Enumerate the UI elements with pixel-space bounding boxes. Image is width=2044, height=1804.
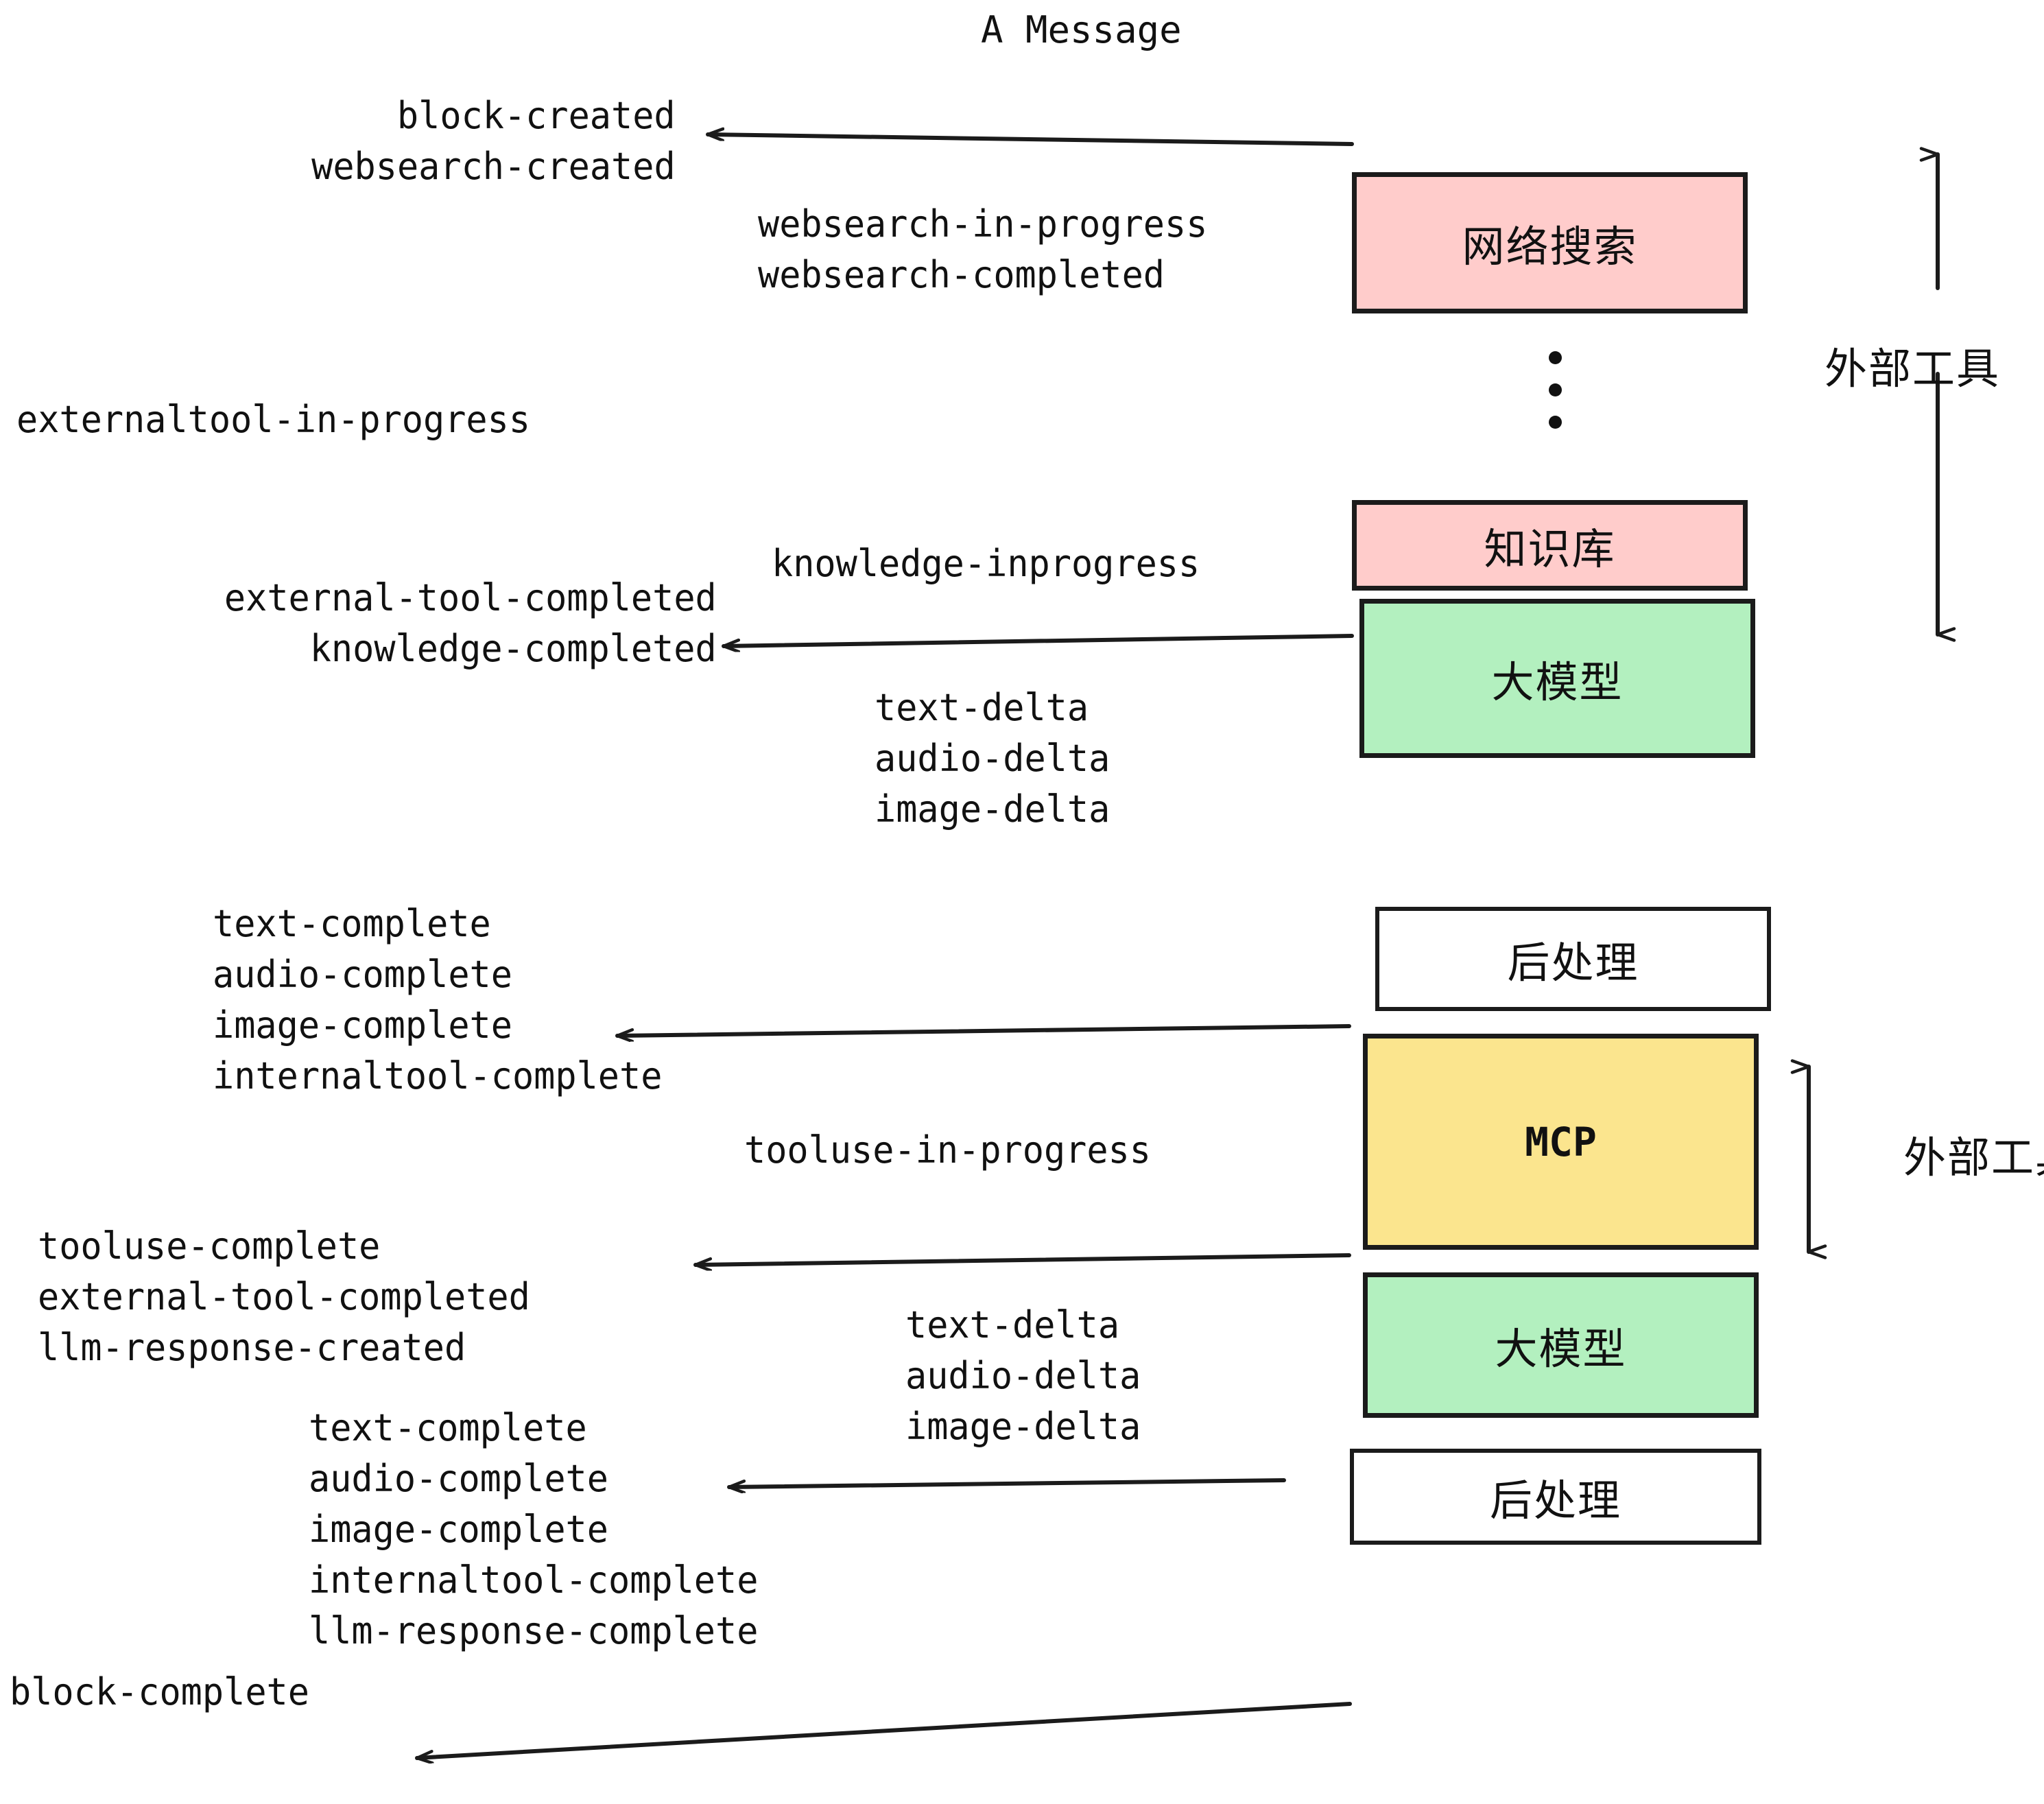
ellipsis-dot	[1549, 383, 1562, 396]
arrow-audio-complete	[727, 1478, 1286, 1487]
node-label: 大模型	[1495, 1324, 1627, 1374]
event-label-websearch-created: websearch-created	[311, 145, 676, 188]
event-label-external-tool-completed: external-tool-completed	[224, 576, 717, 619]
event-label-llm-response-created: llm-response-created	[38, 1326, 466, 1369]
node-postprocess-1: 后处理	[1375, 907, 1771, 1011]
node-mcp: MCP	[1363, 1034, 1759, 1250]
event-label-audio-complete: audio-complete	[309, 1457, 608, 1500]
event-label-text-delta: text-delta	[875, 686, 1089, 729]
arrow-block-created	[706, 134, 1354, 146]
event-label-audio-complete: audio-complete	[213, 953, 512, 996]
event-label-image-delta: image-delta	[875, 787, 1110, 831]
node-llm-1: 大模型	[1359, 599, 1755, 758]
arrow-image-complete	[615, 1024, 1351, 1036]
arrow-block-complete	[415, 1702, 1352, 1758]
node-label: 后处理	[1489, 1475, 1621, 1526]
node-knowledge: 知识库	[1352, 500, 1748, 591]
event-label-tooluse-complete: tooluse-complete	[38, 1224, 381, 1268]
side-label-external-tools-top: 外部工具	[1825, 344, 2001, 394]
event-label-image-complete: image-complete	[309, 1508, 608, 1551]
event-label-block-created: block-created	[397, 94, 676, 137]
vertical-ellipsis-icon	[1549, 351, 1562, 429]
arrow-knowledge-completed	[722, 634, 1354, 646]
event-label-block-complete: block-complete	[10, 1670, 309, 1713]
node-label: MCP	[1525, 1118, 1597, 1165]
event-label-externaltool-in-progress: externaltool-in-progress	[16, 398, 531, 441]
ellipsis-dot	[1549, 351, 1562, 364]
event-label-websearch-in-progress: websearch-in-progress	[758, 202, 1208, 246]
event-label-knowledge-completed: knowledge-completed	[309, 627, 717, 670]
node-postprocess-2: 后处理	[1350, 1449, 1761, 1545]
node-websearch: 网络搜索	[1352, 172, 1748, 313]
bracket-arrows	[1790, 147, 1956, 1259]
event-label-websearch-completed: websearch-completed	[758, 253, 1165, 296]
event-label-text-delta: text-delta	[905, 1303, 1120, 1346]
node-llm-2: 大模型	[1363, 1272, 1759, 1418]
node-label: 网络搜索	[1462, 222, 1638, 272]
node-label: 大模型	[1491, 657, 1624, 707]
event-label-text-complete: text-complete	[309, 1406, 587, 1449]
page-title: A Message	[981, 8, 1182, 51]
event-label-tooluse-in-progress: tooluse-in-progress	[744, 1128, 1152, 1172]
event-label-llm-response-complete: llm-response-complete	[309, 1609, 759, 1652]
side-label-external-tools-bottom: 外部工具	[1903, 1132, 2044, 1183]
event-label-external-tool-completed: external-tool-completed	[38, 1275, 530, 1318]
event-label-internaltool-complete: internaltool-complete	[213, 1054, 663, 1097]
node-label: 后处理	[1507, 938, 1639, 988]
event-label-text-complete: text-complete	[213, 902, 491, 945]
event-label-audio-delta: audio-delta	[905, 1354, 1141, 1397]
event-label-knowledge-inprogress: knowledge-inprogress	[772, 542, 1200, 585]
event-label-audio-delta: audio-delta	[875, 737, 1110, 780]
event-label-internaltool-complete: internaltool-complete	[309, 1558, 759, 1602]
event-label-image-delta: image-delta	[905, 1405, 1141, 1448]
arrow-tooluse-complete	[693, 1253, 1351, 1265]
flow-arrows	[415, 134, 1354, 1758]
event-label-image-complete: image-complete	[213, 1004, 512, 1047]
node-label: 知识库	[1484, 524, 1616, 574]
ellipsis-dot	[1549, 416, 1562, 429]
